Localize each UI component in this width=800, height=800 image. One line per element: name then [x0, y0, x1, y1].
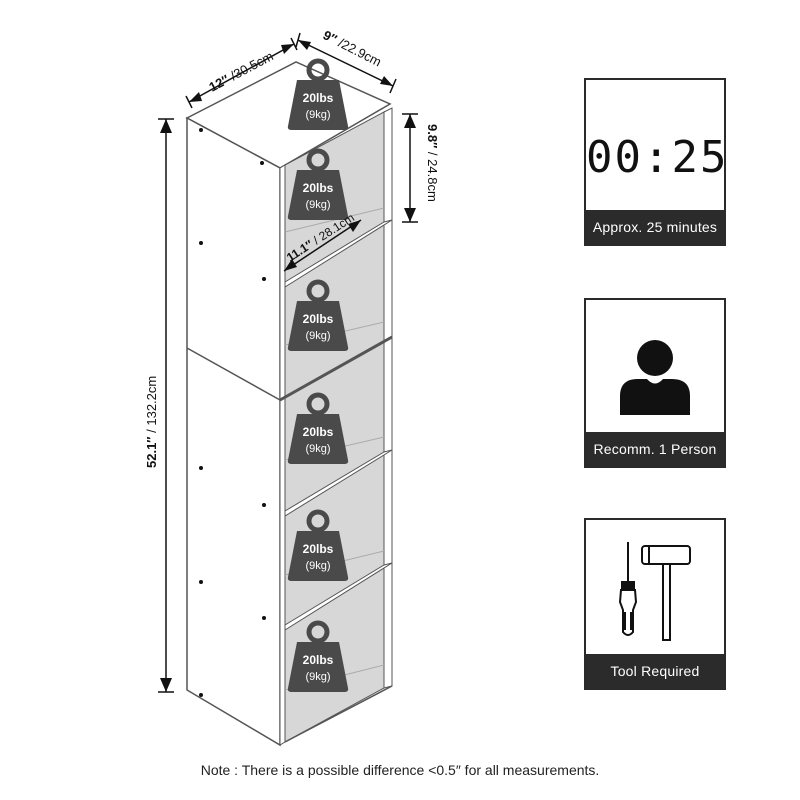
- weight-lbs-label: 20lbs: [303, 425, 334, 439]
- shelf-bottom: [284, 685, 393, 743]
- total-height-label: 52.1″ / 132.2cm: [144, 376, 159, 468]
- bookcase-diagram: 20lbs (9kg) 20lbs (9kg) 20lbs (9kg) 20lbs (9kg)…: [144, 27, 440, 747]
- weight-kg-label: (9kg): [305, 199, 330, 211]
- weight-lbs-label: 20lbs: [303, 312, 334, 326]
- dimension-shelf-height: [402, 113, 418, 223]
- assembly-time-caption: Approx. 25 minutes: [586, 210, 724, 244]
- width-label: 9″ /22.9cm: [321, 27, 384, 69]
- weight-icon: 20lbs (9kg): [287, 279, 349, 351]
- screwdriver-icon: [618, 542, 638, 636]
- weight-lbs-label: 20lbs: [303, 653, 334, 667]
- weight-lbs-label: 20lbs: [303, 181, 334, 195]
- hammer-icon: [641, 545, 691, 641]
- weight-kg-label: (9kg): [305, 560, 330, 572]
- person-icon: [620, 340, 690, 415]
- tool-required-caption: Tool Required: [586, 654, 724, 688]
- weight-icons: 20lbs (9kg) 20lbs (9kg) 20lbs (9kg) 20lbs (9kg)…: [287, 58, 349, 692]
- weight-kg-label: (9kg): [305, 443, 330, 455]
- screwdriver-hammer-icon: [618, 542, 691, 641]
- side-panel-seam: [186, 347, 281, 401]
- recommended-people-caption: Recomm. 1 Person: [586, 432, 724, 466]
- weight-icon: 20lbs (9kg): [287, 620, 349, 692]
- weight-lbs-label: 20lbs: [303, 91, 334, 105]
- dimension-depth: [185, 37, 298, 109]
- weight-lbs-label: 20lbs: [303, 542, 334, 556]
- assembly-time-card: 00:25 Approx. 25 minutes: [584, 78, 726, 246]
- screw-holes: [199, 128, 266, 697]
- measurement-note: Note : There is a possible difference <0…: [200, 762, 600, 778]
- weight-kg-label: (9kg): [305, 330, 330, 342]
- shelf-height-label: 9.8″ / 24.8cm: [425, 124, 440, 202]
- weight-icon: 20lbs (9kg): [287, 392, 349, 464]
- bookcase-right-frame: [383, 107, 393, 689]
- weight-kg-label: (9kg): [305, 109, 330, 121]
- tool-required-card: Tool Required: [584, 518, 726, 690]
- middle-divider: [279, 335, 393, 402]
- weight-icon: 20lbs (9kg): [287, 58, 349, 130]
- dimension-width: [295, 32, 397, 94]
- weight-icon: 20lbs (9kg): [287, 148, 349, 220]
- dimension-diagonal: [283, 219, 362, 272]
- digital-clock-icon: 00:25: [586, 132, 729, 183]
- bookcase-side-panel: [186, 116, 281, 747]
- weight-icon: 20lbs (9kg): [287, 509, 349, 581]
- weight-kg-label: (9kg): [305, 671, 330, 683]
- recommended-people-card: Recomm. 1 Person: [584, 298, 726, 468]
- dimension-total-height: [158, 118, 174, 693]
